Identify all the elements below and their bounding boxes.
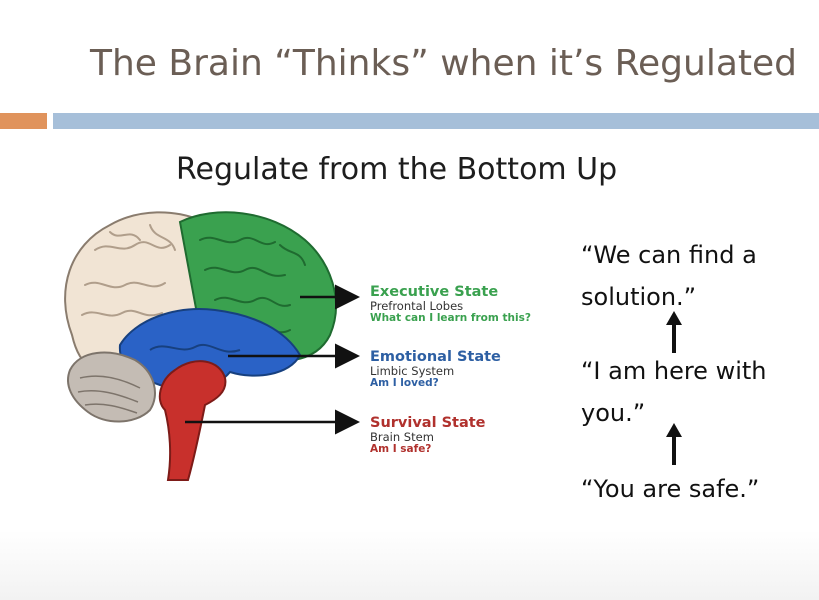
quote-here-line1: “I am here with [581, 357, 767, 385]
survival-state-part: Brain Stem [370, 430, 434, 445]
survival-state-question: Am I safe? [370, 443, 432, 456]
executive-state-label: Executive State Prefrontal Lobes What ca… [370, 284, 531, 325]
quote-solution-line2: solution.” [581, 283, 697, 311]
quote-solution: “We can find a solution.” [581, 234, 757, 318]
executive-state-name: Executive State [370, 284, 499, 300]
quote-here-line2: you.” [581, 399, 646, 427]
emotional-state-label: Emotional State Limbic System Am I loved… [370, 349, 501, 390]
cortex-folds [81, 224, 176, 317]
limbic-region [118, 308, 302, 392]
quote-here-with-you: “I am here with you.” [581, 350, 766, 434]
slide-subtitle: Regulate from the Bottom Up [176, 152, 618, 187]
up-arrow-icon [666, 311, 682, 353]
emotional-state-part: Limbic System [370, 364, 455, 379]
brainstem-region [158, 360, 227, 481]
executive-state-question: What can I learn from this? [370, 312, 531, 325]
limbic-folds [149, 344, 241, 353]
survival-state-name: Survival State [370, 415, 486, 431]
accent-bar-blue [53, 113, 819, 129]
slide-title: The Brain “Thinks” when it’s Regulated [90, 43, 798, 84]
up-arrow-icon [666, 423, 682, 465]
executive-state-part: Prefrontal Lobes [370, 299, 464, 314]
accent-bar-orange [0, 113, 47, 129]
survival-state-label: Survival State Brain Stem Am I safe? [370, 415, 486, 456]
cerebellum-folds [77, 375, 141, 414]
quote-you-are-safe: “You are safe.” [581, 475, 760, 503]
emotional-state-name: Emotional State [370, 349, 501, 365]
emotional-state-question: Am I loved? [370, 377, 439, 390]
bottom-fade [0, 530, 819, 600]
quote-solution-line1: “We can find a [581, 241, 757, 269]
